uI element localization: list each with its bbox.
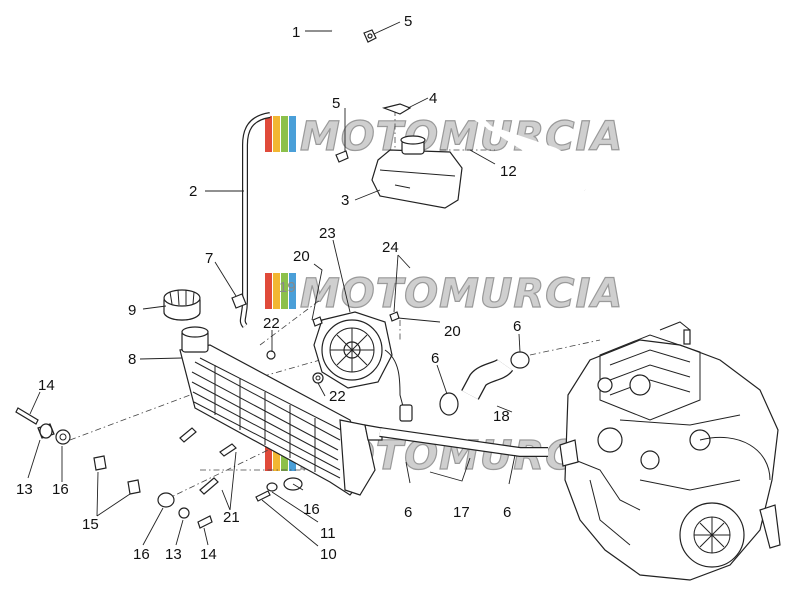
- callout-6-top: 6: [513, 318, 521, 335]
- callout-9: 9: [128, 302, 136, 319]
- callout-11: 11: [320, 525, 336, 542]
- callout-19: 19: [279, 279, 296, 296]
- coolant-elbow: [439, 351, 530, 416]
- callout-13-bottom: 13: [165, 546, 182, 563]
- callout-5-top: 5: [404, 13, 412, 30]
- watermark-stripe: [281, 273, 288, 309]
- radiator-cap: [163, 289, 201, 321]
- clamp-top: [363, 29, 377, 43]
- callout-4: 4: [429, 90, 437, 107]
- callout-6-left: 6: [431, 350, 439, 367]
- callout-1: 1: [292, 24, 300, 41]
- callout-18: 18: [493, 408, 510, 425]
- callout-3: 3: [341, 192, 349, 209]
- watermark-stripe: [265, 116, 272, 152]
- alignment-line: [259, 299, 321, 346]
- callout-24: 24: [382, 239, 399, 256]
- overflow-hose: [239, 112, 271, 328]
- callout-7: 7: [205, 250, 213, 267]
- left-fasteners: [15, 407, 141, 495]
- callout-6-bottom-right: 6: [503, 504, 511, 521]
- expansion-tank: [335, 103, 463, 209]
- small-fasteners: [266, 311, 400, 384]
- watermark-stripe: [265, 273, 272, 309]
- lower-hose: [379, 427, 548, 457]
- radiator-fan: [313, 311, 413, 422]
- watermark-stripe: [273, 273, 280, 309]
- callout-15: 15: [82, 516, 99, 533]
- callout-22-top: 22: [263, 315, 280, 332]
- callout-13-left: 13: [16, 481, 33, 498]
- alignment-line: [529, 339, 601, 356]
- upper-hose: [331, 26, 588, 191]
- watermark-text: MOTOMURCIA: [300, 271, 623, 317]
- watermark-stripe: [289, 116, 296, 152]
- callout-23: 23: [319, 225, 336, 242]
- watermark-stripe: [281, 116, 288, 152]
- callout-21: 21: [223, 509, 240, 526]
- callout-20-right: 20: [444, 323, 461, 340]
- engine-assembly: [559, 321, 781, 581]
- watermark-middle: MOTOMURCIA: [265, 270, 623, 318]
- callout-20-left: 20: [293, 248, 310, 265]
- callout-8: 8: [128, 351, 136, 368]
- alignment-line: [69, 394, 191, 441]
- watermark-text: MOTOMURCIA: [300, 114, 623, 160]
- callout-14-bottom: 14: [200, 546, 217, 563]
- watermark-stripe: [289, 273, 296, 309]
- callout-22-bottom: 22: [329, 388, 346, 405]
- callout-17: 17: [453, 504, 470, 521]
- callout-16-right: 16: [303, 501, 320, 518]
- callout-6-bottom-left: 6: [404, 504, 412, 521]
- leader-lines: [27, 21, 521, 547]
- clamp-small: [231, 293, 247, 309]
- callout-12: 12: [500, 163, 517, 180]
- callout-2: 2: [189, 183, 197, 200]
- callout-labels: 1 5 4 5 12 3 2 7 9 8 20 23 24 19 20 22 2…: [16, 13, 521, 563]
- watermark-stripe: [265, 435, 272, 471]
- callout-14-left: 14: [38, 377, 55, 394]
- watermark-stripe: [273, 116, 280, 152]
- watermark-top: MOTOMURCIA: [265, 113, 623, 161]
- callout-10: 10: [320, 546, 337, 563]
- radiator: [179, 326, 383, 496]
- callout-5-mid: 5: [332, 95, 340, 112]
- alignment-line: [249, 359, 321, 381]
- callout-16-left: 16: [52, 481, 69, 498]
- callout-16-bottom: 16: [133, 546, 150, 563]
